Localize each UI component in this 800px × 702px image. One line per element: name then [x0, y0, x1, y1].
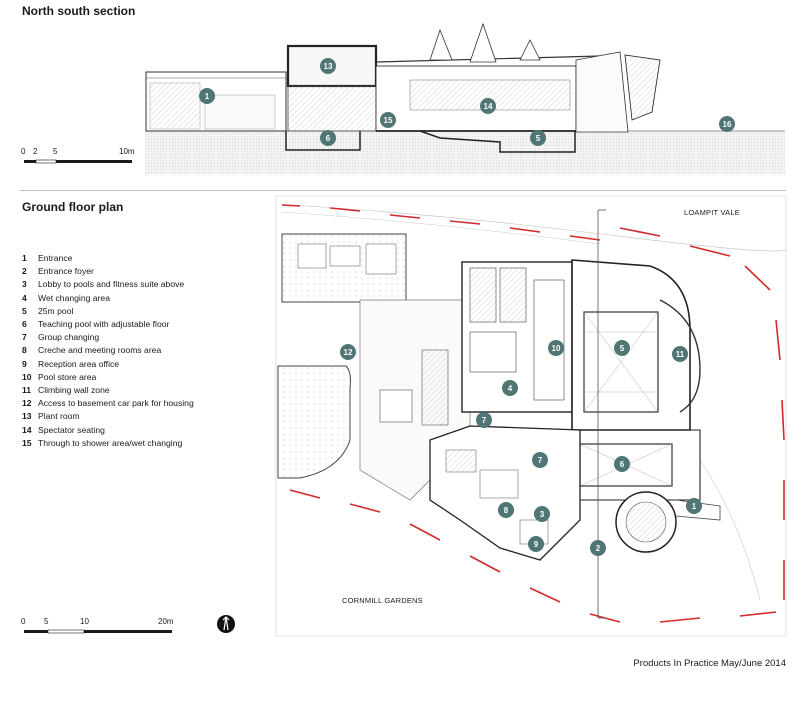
svg-text:5: 5 — [620, 344, 625, 353]
plan-marker: 8 — [498, 502, 514, 518]
plan-marker: 1 — [686, 498, 702, 514]
street-label-south: CORNMILL GARDENS — [342, 596, 423, 605]
plan-marker: 6 — [614, 456, 630, 472]
divider — [20, 190, 786, 191]
svg-text:3: 3 — [540, 510, 545, 519]
svg-text:9: 9 — [534, 540, 539, 549]
section-marker: 1 — [199, 88, 215, 104]
svg-text:6: 6 — [326, 134, 331, 143]
svg-text:2: 2 — [596, 544, 601, 553]
scale-label: 20m — [158, 617, 174, 626]
plan-marker: 4 — [502, 380, 518, 396]
plan-title: Ground floor plan — [22, 200, 124, 214]
svg-text:15: 15 — [384, 116, 393, 125]
scale-label: 10 — [80, 617, 89, 626]
plan-marker: 7 — [476, 412, 492, 428]
scale-label: 5 — [53, 147, 58, 156]
scale-label: 0 — [21, 147, 26, 156]
svg-text:12: 12 — [344, 348, 353, 357]
svg-text:1: 1 — [692, 502, 697, 511]
scale-label: 2 — [33, 147, 38, 156]
section-marker: 6 — [320, 130, 336, 146]
plan-scale-bar — [24, 629, 172, 634]
svg-text:10: 10 — [552, 344, 561, 353]
svg-text:16: 16 — [723, 120, 732, 129]
svg-text:8: 8 — [504, 506, 509, 515]
section-markers: 1 13 15 6 14 5 16 — [199, 58, 735, 146]
footer-credit: Products In Practice May/June 2014 — [633, 658, 786, 669]
plan-marker: 3 — [534, 506, 550, 522]
svg-text:1: 1 — [205, 92, 210, 101]
scale-label: 0 — [21, 617, 26, 626]
svg-text:6: 6 — [620, 460, 625, 469]
plan-drawing — [275, 195, 787, 637]
section-title: North south section — [22, 4, 136, 18]
scale-label: 5 — [44, 617, 49, 626]
plan-marker: 7 — [532, 452, 548, 468]
section-marker: 14 — [480, 98, 496, 114]
svg-text:7: 7 — [538, 456, 543, 465]
plan-markers: 12 10 5 11 4 7 7 6 1 8 3 9 2 — [340, 340, 702, 556]
plan-marker: 12 — [340, 344, 356, 360]
street-label-north: LOAMPIT VALE — [684, 208, 740, 217]
svg-text:7: 7 — [482, 416, 487, 425]
section-marker: 16 — [719, 116, 735, 132]
plan-marker: 10 — [548, 340, 564, 356]
scale-label: 10m — [119, 147, 135, 156]
plan-marker: 5 — [614, 340, 630, 356]
svg-text:11: 11 — [676, 350, 685, 359]
svg-text:13: 13 — [324, 62, 333, 71]
svg-text:5: 5 — [536, 134, 541, 143]
section-marker: 5 — [530, 130, 546, 146]
plan-marker: 9 — [528, 536, 544, 552]
plan-marker: 11 — [672, 346, 688, 362]
plan-marker: 2 — [590, 540, 606, 556]
section-scale-bar — [24, 159, 132, 164]
north-arrow-icon — [217, 615, 235, 633]
svg-text:14: 14 — [484, 102, 493, 111]
section-marker: 13 — [320, 58, 336, 74]
section-drawing — [145, 22, 785, 175]
section-marker: 15 — [380, 112, 396, 128]
svg-text:4: 4 — [508, 384, 513, 393]
